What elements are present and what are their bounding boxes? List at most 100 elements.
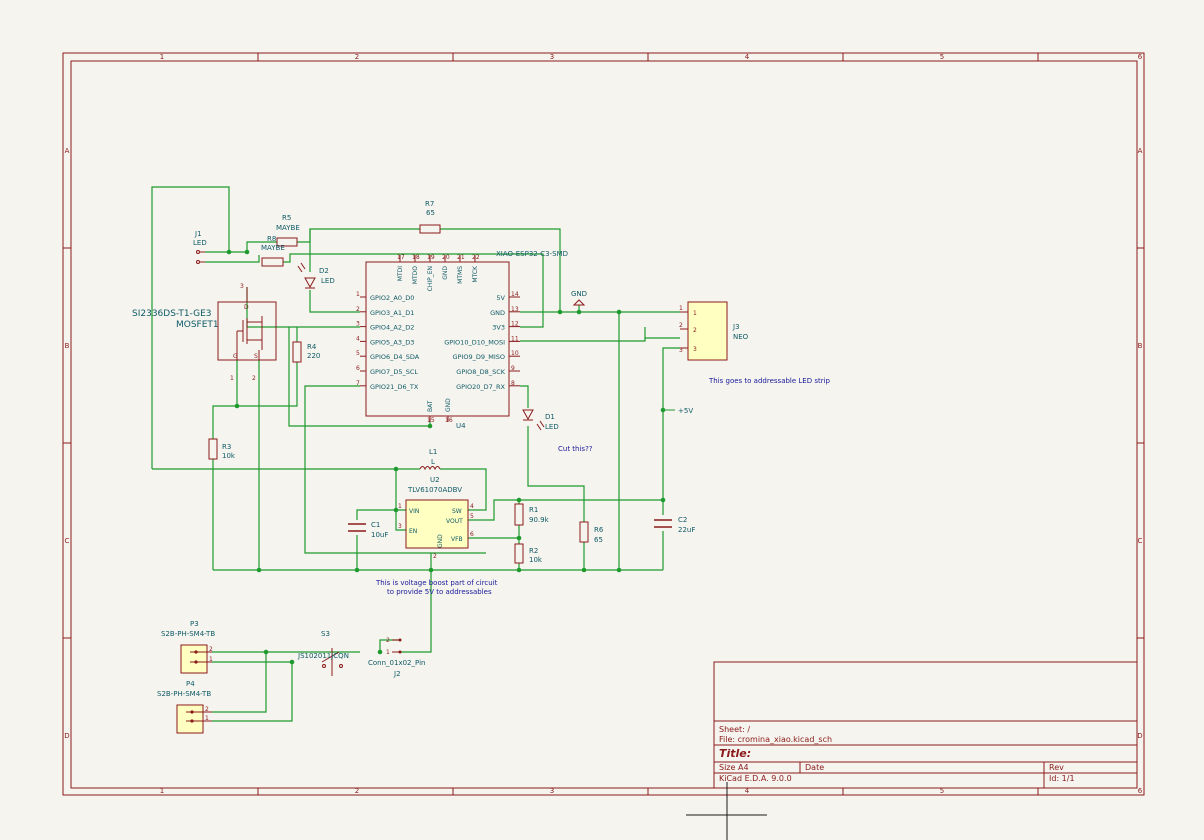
r6-resistor[interactable]: R6 65	[579, 521, 604, 544]
cut-note: Cut this??	[558, 445, 593, 453]
p4-ref: P4	[186, 680, 195, 688]
sheet-frame	[62, 52, 1145, 796]
r2-resistor[interactable]: R2 10k	[514, 543, 543, 564]
j3-pin-num: 2	[679, 322, 683, 329]
mosfet1[interactable]: 3 1 2 D G S SI2336DS-T1-GE3 MOSFET1	[132, 283, 277, 382]
u2-value: TLV61070ADBV	[407, 486, 462, 494]
r4-resistor[interactable]: R4 220	[292, 341, 320, 363]
gnd-symbol: GND	[571, 290, 587, 306]
j3-pin-label: 2	[693, 327, 697, 334]
c2-ref: C2	[678, 516, 687, 524]
j3-note: This goes to addressable LED strip	[708, 377, 831, 385]
j2-pin-num: 2	[386, 637, 390, 644]
d1-led[interactable]: D1 LED Cut this??	[522, 409, 593, 453]
s3-ref: S3	[321, 630, 330, 638]
j3-pin-num: 1	[679, 305, 683, 312]
j2-ref: J2	[393, 670, 401, 678]
u4-pin-number: 10	[511, 350, 519, 357]
u2-boost-converter[interactable]: U2 TLV61070ADBV VIN EN SW VOUT VFB GND 1…	[398, 476, 474, 560]
r3-value: 10k	[222, 452, 236, 460]
plus5v-text: +5V	[678, 407, 693, 415]
r4-ref: R4	[307, 343, 317, 351]
r6-value: 65	[594, 536, 603, 544]
c2-capacitor[interactable]: C2 22uF	[654, 516, 695, 534]
j1-connector[interactable]: J1 LED	[193, 230, 207, 264]
r8-ref: R8	[267, 235, 276, 243]
frame-labels: 1 2 3 4 5 6 1 2 3 4 5 6 A B C D A B C D	[64, 53, 1142, 795]
p3-connector[interactable]: 2 1 P3 S2B-PH-SM4-TB	[161, 620, 215, 674]
junctions	[226, 249, 666, 665]
j3-neo-connector[interactable]: 1 2 3 1 2 3 J3 NEO This goes to addressa…	[679, 301, 831, 385]
frame-row-label: C	[65, 537, 70, 545]
mosfet-ref: MOSFET1	[176, 320, 219, 330]
u4-pin-number: 18	[412, 254, 420, 261]
u4-pin-name: GPIO3_A1_D1	[370, 309, 414, 317]
u2-pin-fb: VFB	[451, 536, 463, 543]
u4-name: XIAO-ESP32-C3-SMD	[496, 250, 568, 258]
l1-inductor[interactable]: L1 L	[419, 448, 441, 471]
frame-col-label: 1	[160, 787, 164, 795]
j3-value: NEO	[733, 333, 749, 341]
u4-pin-name: MTMS	[457, 266, 464, 284]
p4-value: S2B-PH-SM4-TB	[157, 690, 211, 698]
u2-ref: U2	[430, 476, 440, 484]
frame-col-label: 1	[160, 53, 164, 61]
u4-pin-number: 12	[511, 321, 519, 328]
r1-resistor[interactable]: R1 90.9k	[514, 503, 550, 526]
c1-capacitor[interactable]: C1 10uF	[348, 521, 388, 539]
p3-pin-num: 2	[209, 646, 213, 653]
u4-pin-name: GND	[445, 398, 452, 412]
u4-pin-number: 7	[356, 380, 360, 387]
gnd-label: GND	[571, 290, 587, 298]
u4-pin-number: 16	[445, 417, 453, 424]
u2-pin-num: 1	[398, 503, 402, 510]
u2-pin-gnd: GND	[437, 534, 444, 548]
u4-pin-name: GPIO5_A3_D3	[370, 338, 414, 346]
u4-pin-number: 20	[442, 254, 450, 261]
r1-value: 90.9k	[529, 516, 550, 524]
boost-note-1: This is voltage boost part of circuit	[375, 579, 498, 587]
title-block-rev: Rev	[1049, 763, 1064, 772]
d2-value: LED	[321, 277, 335, 285]
u4-pin-number: 1	[356, 291, 360, 298]
d1-value: LED	[545, 423, 559, 431]
mosfet-pin-sl: S	[254, 353, 258, 360]
u4-pin-number: 22	[472, 254, 480, 261]
u2-pin-num: 2	[433, 553, 437, 560]
j3-ref: J3	[732, 323, 740, 331]
r7-resistor[interactable]: R7 65	[419, 200, 441, 234]
u4-pin-number: 4	[356, 335, 360, 342]
u2-pin-num: 5	[470, 513, 474, 520]
j1-value: LED	[193, 239, 207, 247]
u4-pin-name: GPIO4_A2_D2	[370, 324, 414, 332]
j2-connector[interactable]: 2 1 Conn_01x02_Pin J2	[368, 637, 425, 678]
s3-switch[interactable]: S3 JS102011JCQN	[297, 630, 349, 676]
d2-led[interactable]: D2 LED	[297, 262, 335, 289]
p3-ref: P3	[190, 620, 199, 628]
j2-value: Conn_01x02_Pin	[368, 659, 425, 667]
r7-value: 65	[426, 209, 435, 217]
title-block-tool: KiCad E.D.A. 9.0.0	[719, 774, 792, 783]
r3-resistor[interactable]: R3 10k	[208, 438, 236, 460]
title-block-date: Date	[805, 763, 824, 772]
d1-ref: D1	[545, 413, 555, 421]
frame-col-label: 5	[940, 787, 944, 795]
title-block-id: Id: 1/1	[1049, 774, 1075, 783]
mosfet-pin-g: 1	[230, 375, 234, 382]
p4-connector[interactable]: 2 1 P4 S2B-PH-SM4-TB	[157, 680, 212, 734]
frame-row-label: D	[64, 732, 69, 740]
title-block-sheet: Sheet: /	[719, 725, 750, 734]
u4-pin-number: 8	[511, 380, 515, 387]
r5-resistor[interactable]: R5 MAYBE	[276, 214, 300, 247]
u4-pin-name: CHIP_EN	[427, 266, 434, 291]
p4-pin-num: 2	[205, 706, 209, 713]
u4-pin-name: GPIO9_D9_MISO	[452, 353, 505, 361]
frame-row-label: B	[65, 342, 70, 350]
p4-pin-num: 1	[205, 715, 209, 722]
r8-resistor[interactable]: R8 MAYBE	[261, 235, 285, 267]
u2-pin-num: 6	[470, 531, 474, 538]
r6-ref: R6	[594, 526, 604, 534]
title-block-title: Title:	[719, 747, 751, 760]
